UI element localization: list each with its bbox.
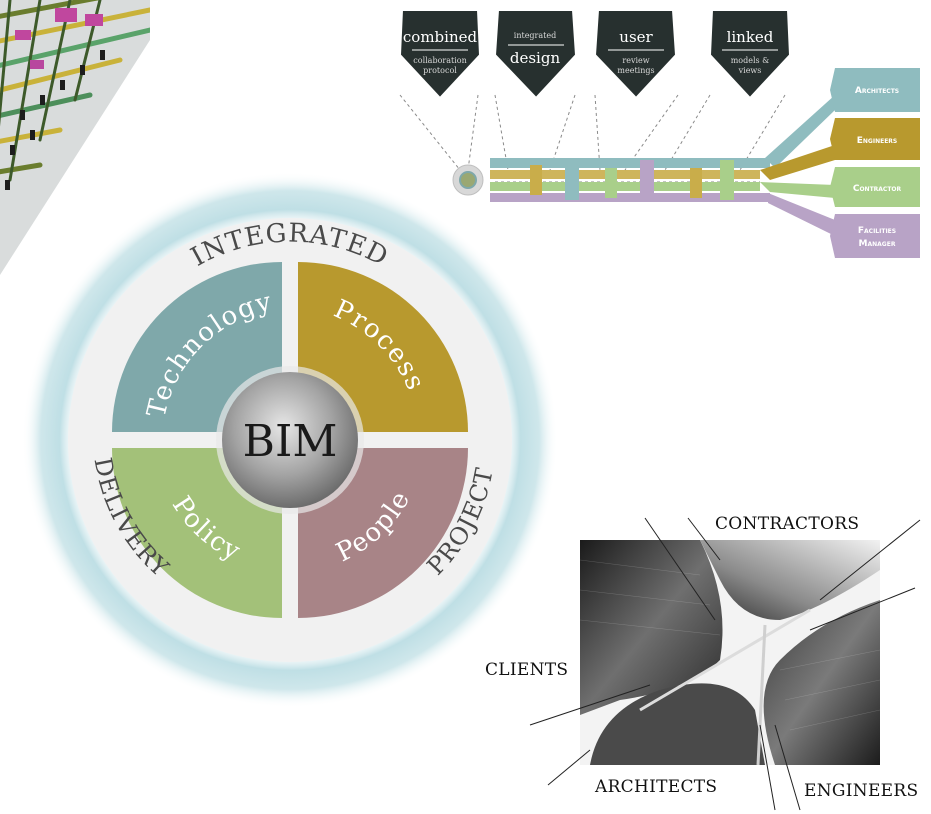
svg-text:user: user [619, 28, 653, 46]
bim-model-thumbnail [0, 0, 150, 275]
svg-text:collaboration: collaboration [413, 56, 466, 65]
stakeholder-contractor: Contractor [830, 167, 920, 207]
svg-text:Architects: Architects [855, 86, 899, 96]
label-architects: ARCHITECTS [595, 777, 718, 797]
svg-text:models &: models & [731, 56, 770, 65]
svg-text:integrated: integrated [514, 31, 556, 40]
photo-leader-lines [529, 517, 921, 811]
step-integrated-design: integrated design [493, 9, 578, 100]
svg-text:linked: linked [727, 28, 774, 46]
silo-photo [580, 540, 880, 765]
svg-text:combined: combined [403, 28, 478, 46]
svg-text:Facilities: Facilities [858, 226, 896, 236]
bim-wheel-diagram: BIM Technology Process Policy People INT… [22, 172, 558, 708]
step-linked-models: linked models & views [708, 9, 792, 100]
svg-text:Engineers: Engineers [857, 136, 898, 146]
step-user-review: user review meetings [593, 9, 678, 100]
bim-hub [222, 372, 358, 508]
stakeholder-engineers: Engineers [830, 118, 920, 160]
svg-text:review: review [622, 56, 649, 65]
collaboration-process-diagram: combined collaboration protocol integrat… [398, 9, 920, 258]
stakeholder-facilities-manager: Facilities Manager [830, 214, 920, 258]
svg-text:meetings: meetings [617, 66, 654, 75]
bim-center-label: BIM [243, 416, 338, 467]
svg-text:design: design [510, 49, 561, 67]
step-combined: combined collaboration protocol [398, 9, 482, 100]
svg-text:Contractor: Contractor [853, 184, 902, 194]
svg-text:views: views [738, 66, 762, 75]
label-contractors: CONTRACTORS [715, 514, 860, 534]
label-clients: CLIENTS [485, 660, 569, 680]
stakeholder-architects: Architects [830, 68, 920, 112]
svg-text:Manager: Manager [859, 239, 896, 249]
stakeholder-streams [490, 95, 835, 236]
label-engineers: ENGINEERS [804, 781, 919, 801]
svg-text:protocol: protocol [423, 66, 457, 75]
